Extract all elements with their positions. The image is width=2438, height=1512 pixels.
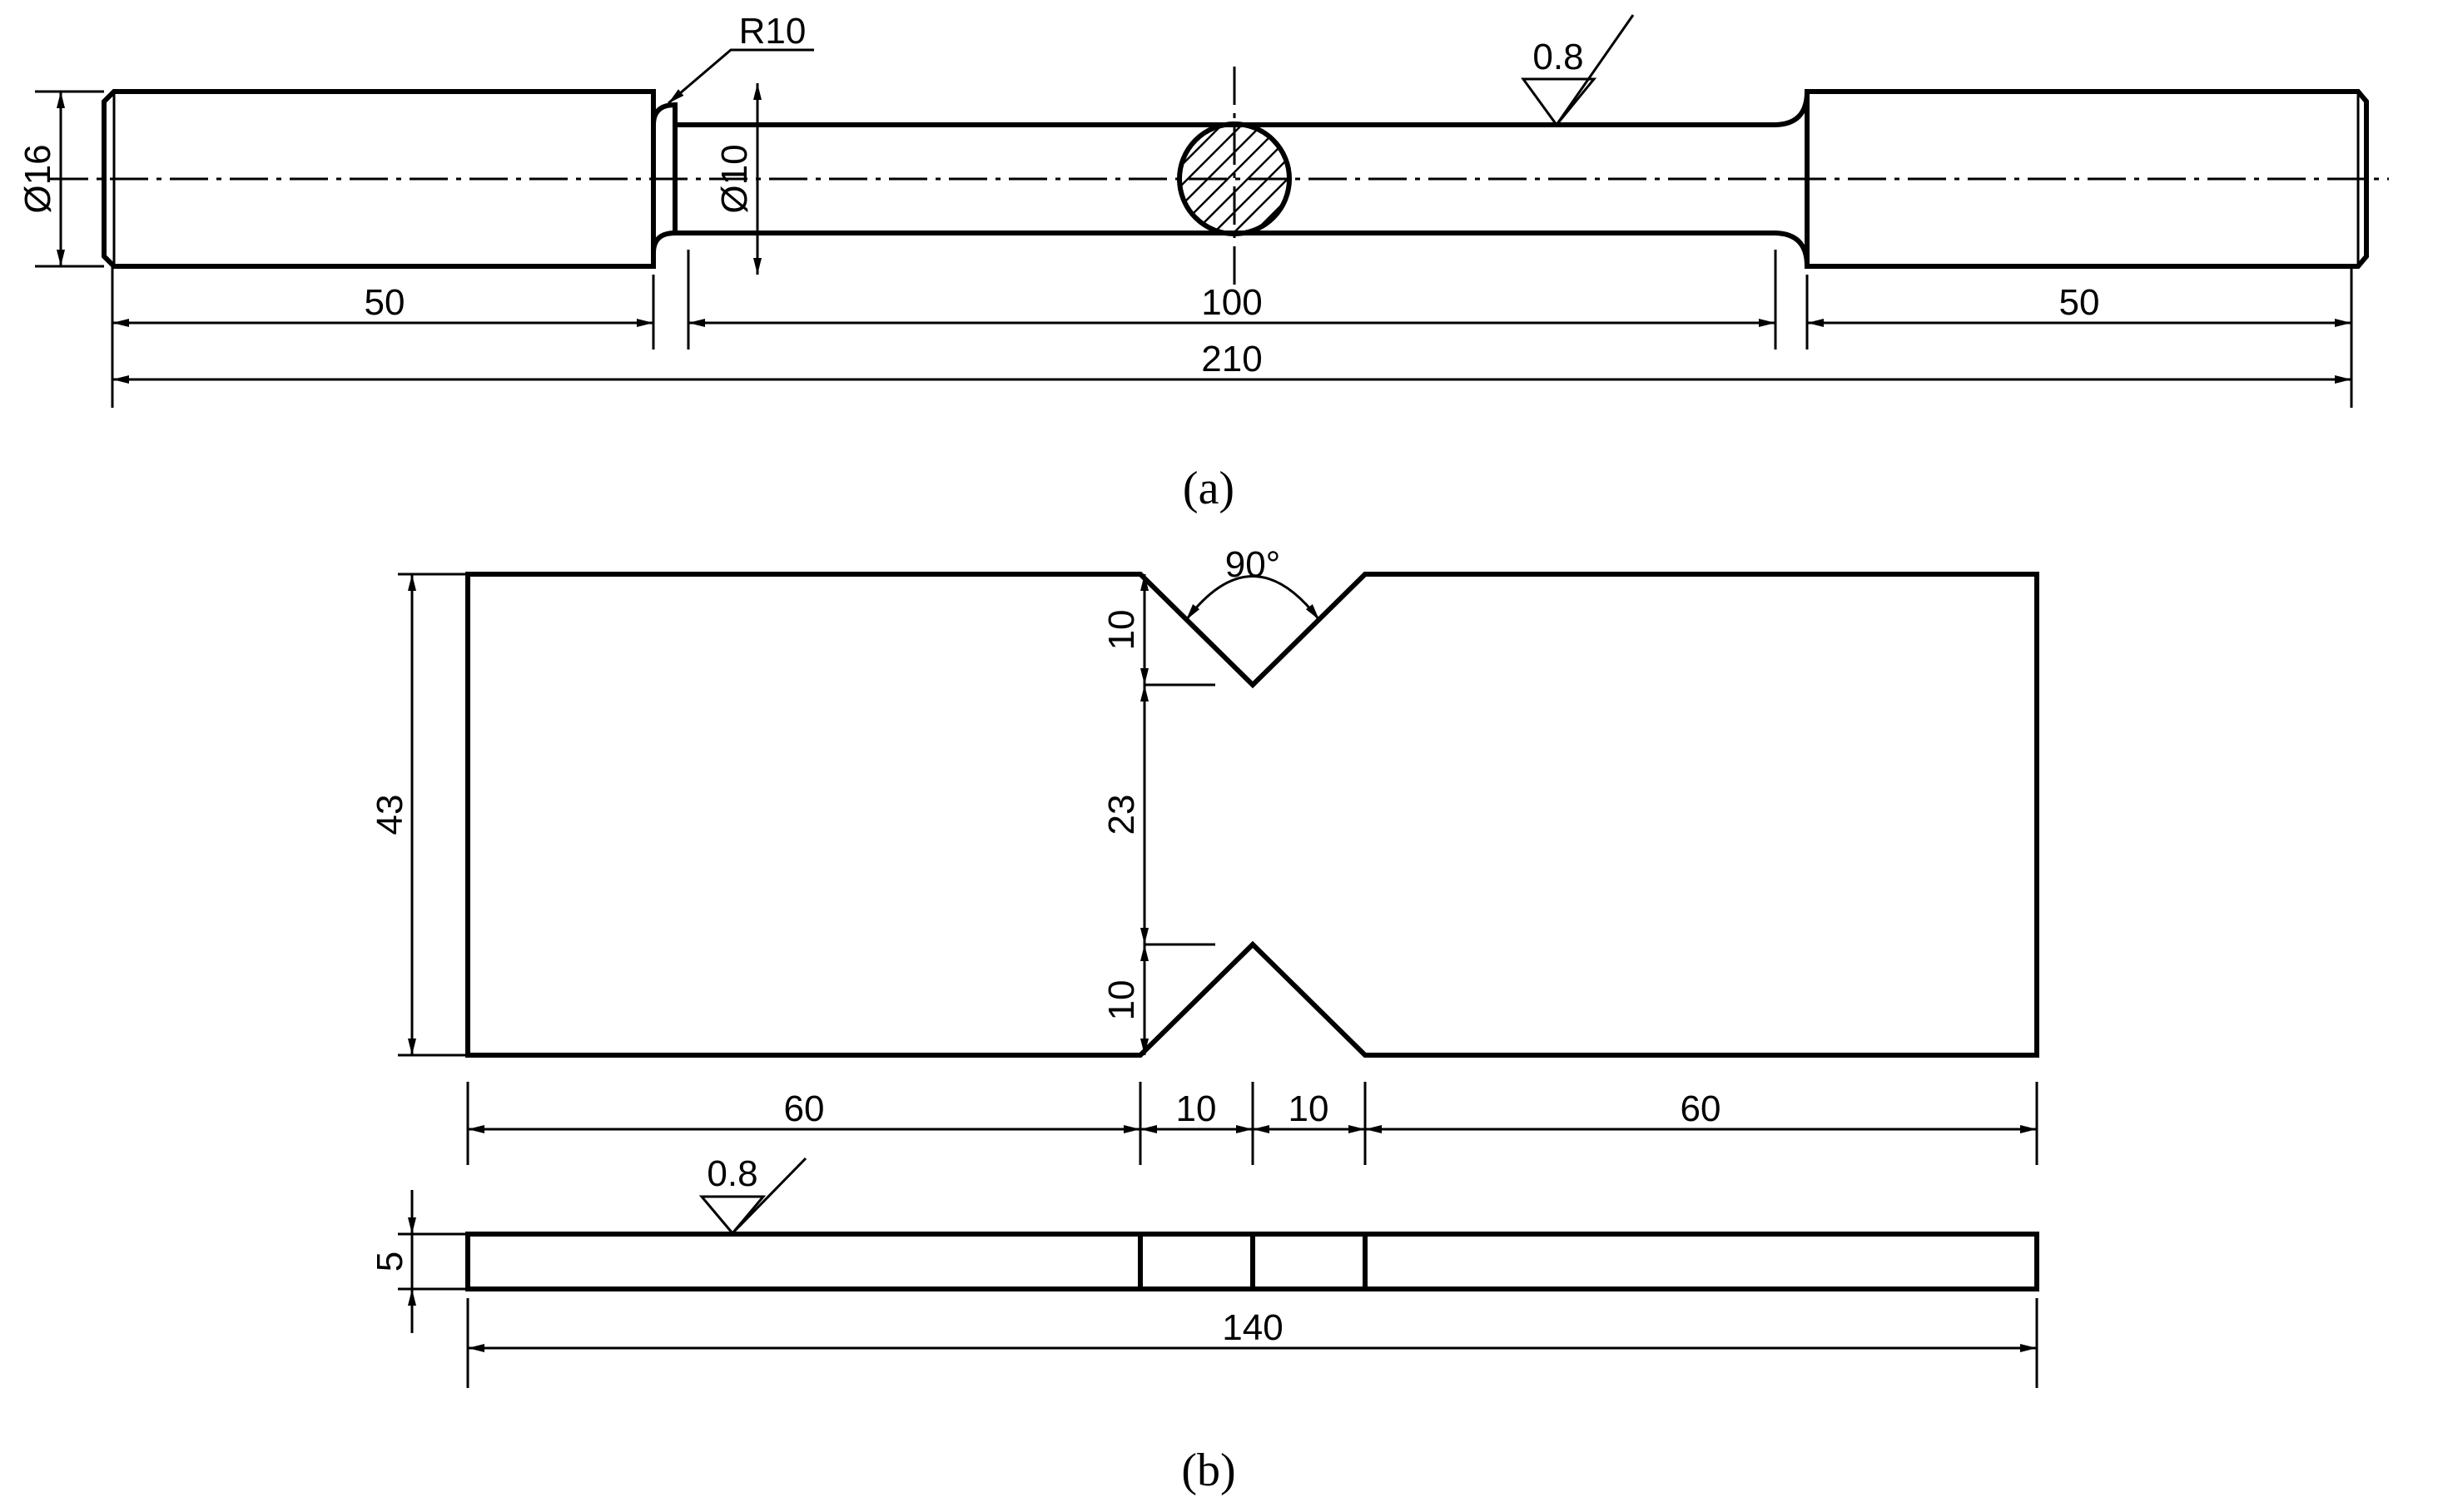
roughness-label-b: 0.8 (707, 1153, 757, 1194)
thickness-label: 5 (370, 1252, 410, 1272)
caption-a: (a) (1183, 463, 1234, 514)
right-grip-length-label: 50 (2059, 282, 2100, 323)
bottom-notch-depth-label: 10 (1101, 980, 1142, 1021)
roughness-symbol-b: 0.8 (698, 1153, 807, 1236)
notch-depth-dimensions: 10 23 10 (1101, 574, 1215, 1055)
roughness-label-a: 0.8 (1532, 37, 1583, 77)
length-dimensions-b: 60 10 10 60 (466, 1082, 2038, 1165)
view-b-notched-plate: 90° 43 10 23 10 60 (370, 544, 2039, 1496)
thickness-dimension: 5 (370, 1190, 468, 1333)
fillet-radius-callout: R10 (668, 11, 814, 105)
right-length-label: 60 (1681, 1088, 1721, 1129)
ligament-label: 23 (1101, 795, 1142, 835)
fillet-radius-label: R10 (739, 11, 807, 52)
gauge-diameter-label: Ø10 (714, 144, 755, 213)
notch-half-right-label: 10 (1289, 1088, 1329, 1129)
height-label: 43 (370, 795, 410, 835)
left-grip-length-label: 50 (365, 282, 405, 323)
gauge-diameter-dimension: Ø10 (714, 83, 762, 275)
top-notch-depth-label: 10 (1101, 610, 1142, 651)
caption-b: (b) (1181, 1445, 1235, 1496)
left-length-label: 60 (784, 1088, 825, 1129)
overall-length-dimension-b: 140 (466, 1298, 2038, 1388)
gauge-length-label: 100 (1201, 282, 1262, 323)
overall-length-label-a: 210 (1201, 339, 1262, 379)
notch-angle-label: 90° (1225, 544, 1281, 585)
overall-length-label-b: 140 (1222, 1307, 1283, 1348)
grip-diameter-label: Ø16 (17, 144, 58, 213)
grip-diameter-dimension: Ø16 (17, 90, 104, 268)
specimen-outline (102, 89, 2369, 269)
plate-side-view (465, 1232, 2039, 1291)
height-dimension: 43 (370, 573, 468, 1057)
plate-outline (465, 572, 2039, 1058)
notch-half-left-label: 10 (1176, 1088, 1217, 1129)
cross-section (1177, 67, 1292, 291)
notch-angle-dimension: 90° (1184, 544, 1321, 621)
length-dimensions-a: 50 100 50 210 (111, 250, 2353, 408)
view-a-round-specimen: Ø16 Ø10 R10 0.8 50 1 (17, 11, 2389, 514)
roughness-symbol-a: 0.8 (1521, 14, 1635, 127)
